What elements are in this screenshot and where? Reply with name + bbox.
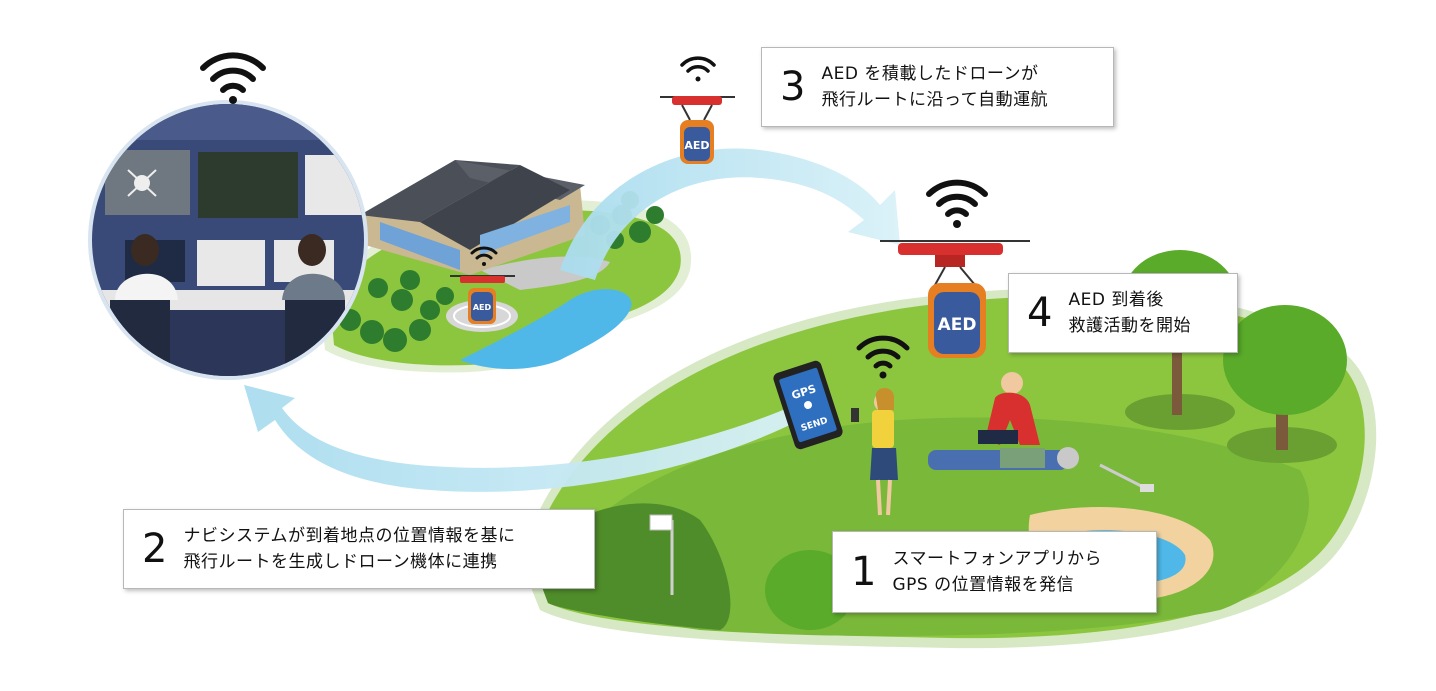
drone-icon-top: AED <box>660 96 735 164</box>
drone-icon-helipad: AED <box>450 275 515 324</box>
control-room <box>88 100 368 380</box>
cpr-scene <box>928 372 1079 470</box>
step-text-3a: AED を積載したドローンが <box>821 64 1039 84</box>
step-box-3: 3 AED を積載したドローンが 飛行ルートに沿って自動運航 <box>761 47 1114 127</box>
step-text-4b: 救護活動を開始 <box>1068 316 1191 336</box>
step-text-3b: 飛行ルートに沿って自動運航 <box>821 90 1049 110</box>
step-text-4a: AED 到着後 <box>1068 290 1164 310</box>
drone-icon-main: AED <box>880 240 1030 358</box>
step-text-1a: スマートフォンアプリから <box>892 549 1102 569</box>
step-number-4: 4 <box>1027 290 1053 336</box>
step-text-1b: GPS の位置情報を発信 <box>892 575 1075 595</box>
step-box-4: 4 AED 到着後 救護活動を開始 <box>1008 273 1238 353</box>
step-number-2: 2 <box>142 526 168 572</box>
flow-arrows <box>244 148 900 492</box>
step-number-3: 3 <box>780 64 806 110</box>
smartphone-icon: GPS SEND <box>773 360 843 450</box>
clubhouse-building <box>360 160 585 275</box>
woman-with-phone <box>851 387 898 516</box>
step-text-2b: 飛行ルートを生成しドローン機体に連携 <box>183 552 498 572</box>
step-number-1: 1 <box>851 549 877 595</box>
wifi-icon <box>200 52 988 379</box>
step-box-1: 1 スマートフォンアプリから GPS の位置情報を発信 <box>832 531 1157 613</box>
aed-label-top: AED <box>684 139 709 152</box>
aed-label-main: AED <box>938 315 977 335</box>
step-text-2a: ナビシステムが到着地点の位置情報を基に <box>183 526 516 546</box>
aed-label-helipad: AED <box>473 303 492 312</box>
golf-club-icon <box>1099 463 1154 492</box>
golf-flag-icon <box>649 514 674 595</box>
step-box-2: 2 ナビシステムが到着地点の位置情報を基に 飛行ルートを生成しドローン機体に連携 <box>123 509 595 589</box>
